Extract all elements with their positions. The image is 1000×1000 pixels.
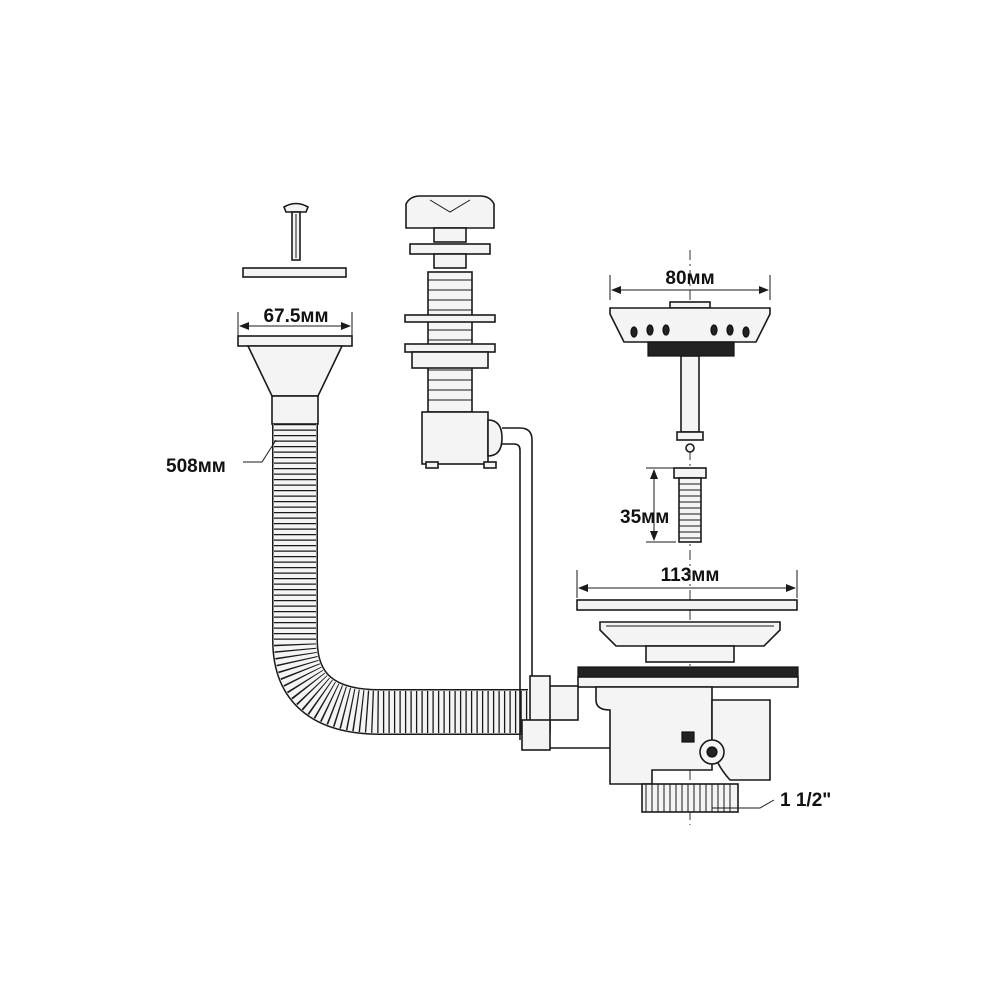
strainer-basket — [609, 301, 771, 453]
outlet-thread-label: 1 1/2" — [780, 790, 831, 811]
spindle-length-label: 35мм — [620, 507, 669, 528]
overflow-dimension: 67.5мм — [237, 306, 353, 336]
hose-length-callout: 508мм — [166, 439, 277, 477]
overflow-diameter-label: 67.5мм — [263, 306, 328, 327]
popup-knob-assembly — [404, 195, 503, 469]
corrugated-hose — [272, 424, 528, 735]
drain-flange — [576, 599, 799, 678]
flange-dimension: 113мм — [576, 565, 798, 598]
overflow-funnel — [237, 335, 353, 425]
spindle-dimension: 35мм — [620, 467, 676, 543]
flange-diameter-label: 113мм — [661, 565, 720, 586]
strainer-dimension: 80мм — [609, 268, 771, 300]
outlet-thread-callout: 1 1/2" — [712, 790, 831, 811]
strainer-diameter-label: 80мм — [665, 268, 714, 289]
overflow-screw — [283, 202, 309, 261]
overflow-gasket — [242, 267, 347, 278]
drain-body — [521, 675, 799, 813]
threaded-spindle — [673, 467, 707, 543]
hose-length-label: 508мм — [166, 456, 226, 477]
